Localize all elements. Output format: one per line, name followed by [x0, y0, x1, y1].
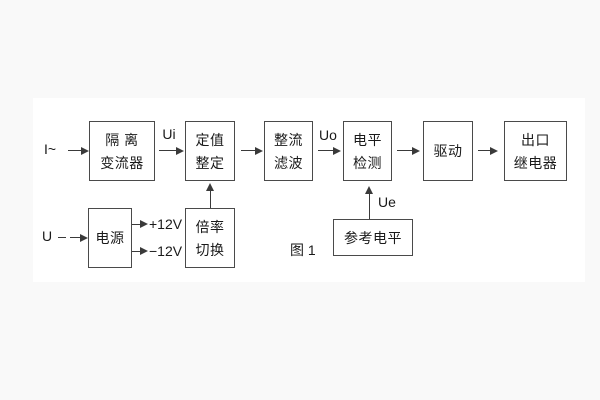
block-label: 驱动 [433, 143, 463, 159]
block-label: 出口 [521, 131, 550, 148]
block-rectify-filter: 整流 滤波 [264, 121, 313, 181]
block-multiplier-switch: 倍率 切换 [185, 208, 235, 268]
arrow-line-uo [318, 150, 334, 151]
arrowhead-right-icon [81, 147, 89, 155]
block-label: 整定 [195, 154, 225, 171]
arrowhead-up-icon [365, 186, 373, 194]
arrow-line-voltage-input [70, 237, 81, 238]
block-label: 电平 [353, 131, 382, 148]
arrow-line-drive-to-outlet [478, 150, 491, 151]
arrow-line-setting-to-rectify [241, 150, 256, 151]
block-label: 参考电平 [344, 229, 402, 246]
block-label: 检测 [353, 154, 382, 171]
block-setting-adjust: 定值 整定 [185, 121, 235, 181]
arrow-line-plus12v [132, 224, 141, 225]
block-label: 倍率 [195, 218, 225, 235]
block-reference-level: 参考电平 [333, 219, 413, 256]
arrowhead-right-icon [140, 220, 148, 228]
signal-ue-label: Ue [378, 194, 396, 210]
block-power-supply: 电源 [88, 208, 132, 268]
block-label: 电源 [95, 230, 125, 246]
rail-negative-label: −12V [149, 243, 183, 259]
block-label: 变流器 [100, 154, 144, 171]
rail-positive-label: +12V [149, 216, 183, 232]
arrow-line-current-input [68, 150, 82, 151]
input-voltage-label: U [42, 228, 53, 244]
arrowhead-right-icon [255, 147, 263, 155]
block-label: 继电器 [513, 154, 558, 171]
dash-voltage-input [58, 237, 66, 238]
figure-caption: 图 1 [290, 242, 316, 258]
arrow-line-ue [369, 194, 370, 219]
block-level-detect: 电平 检测 [343, 121, 392, 181]
arrowhead-right-icon [176, 147, 184, 155]
block-label: 整流 [274, 131, 303, 148]
block-isolation-transformer: 隔 离 变流器 [89, 121, 155, 181]
block-label: 隔 离 [105, 131, 139, 148]
block-label: 切换 [195, 241, 225, 258]
block-label: 定值 [195, 131, 225, 148]
arrowhead-right-icon [490, 147, 498, 155]
arrowhead-right-icon [333, 147, 341, 155]
block-outlet-relay: 出口 继电器 [504, 121, 567, 181]
arrowhead-right-icon [412, 147, 420, 155]
arrow-line-ui [159, 150, 176, 151]
arrow-line-minus12v [132, 251, 141, 252]
arrow-line-multiplier-to-setting [210, 190, 211, 208]
arrowhead-right-icon [140, 247, 148, 255]
arrowhead-right-icon [80, 234, 88, 242]
signal-uo-label: Uo [319, 127, 337, 143]
block-drive: 驱动 [423, 121, 473, 181]
arrowhead-up-icon [206, 183, 214, 191]
block-label: 滤波 [274, 154, 303, 171]
arrow-line-level-to-drive [397, 150, 412, 151]
signal-ui-label: Ui [162, 126, 176, 142]
input-current-label: I~ [44, 141, 57, 157]
